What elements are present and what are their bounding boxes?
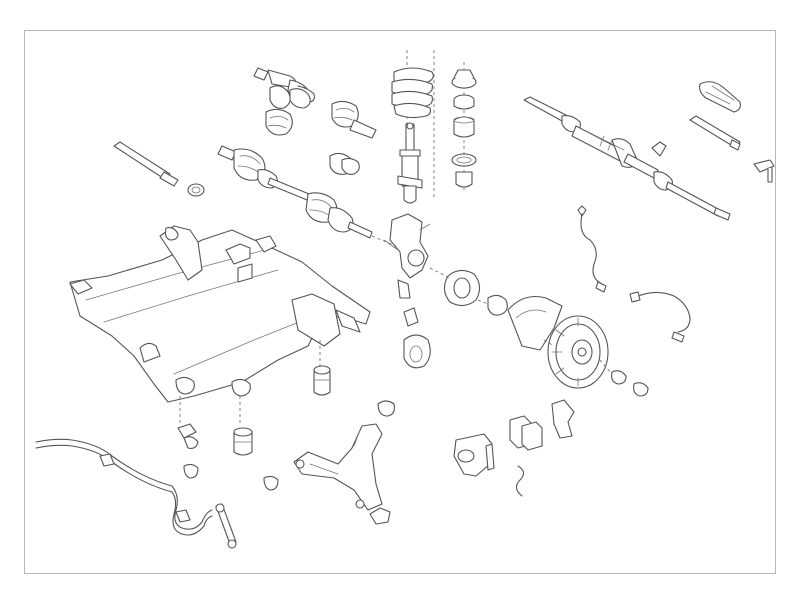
wheel-hub[interactable]: [403, 269, 508, 369]
disc-bushings[interactable]: [611, 370, 649, 397]
steering-knuckle[interactable]: [383, 213, 431, 299]
diagram-frame: [24, 30, 776, 574]
subframe[interactable]: [69, 225, 371, 426]
brake-caliper[interactable]: [453, 433, 495, 477]
brake-pads[interactable]: [509, 399, 575, 497]
abs-sensor[interactable]: [577, 205, 691, 343]
control-arm[interactable]: [293, 423, 383, 511]
steering-rack[interactable]: [523, 96, 731, 221]
drive-shaft[interactable]: [217, 145, 373, 239]
brake-disc[interactable]: [507, 295, 609, 389]
stabilizer-bar[interactable]: [35, 438, 237, 549]
coil-spring-strut[interactable]: [391, 50, 435, 204]
tie-rod-boots-right[interactable]: [689, 81, 775, 183]
subframe-bushings[interactable]: [177, 365, 395, 525]
cv-boot-upper-left[interactable]: [253, 67, 377, 175]
assembly-guides: [179, 235, 613, 426]
tie-rod-left[interactable]: [113, 141, 205, 197]
strut-mount-stack[interactable]: [451, 62, 477, 190]
